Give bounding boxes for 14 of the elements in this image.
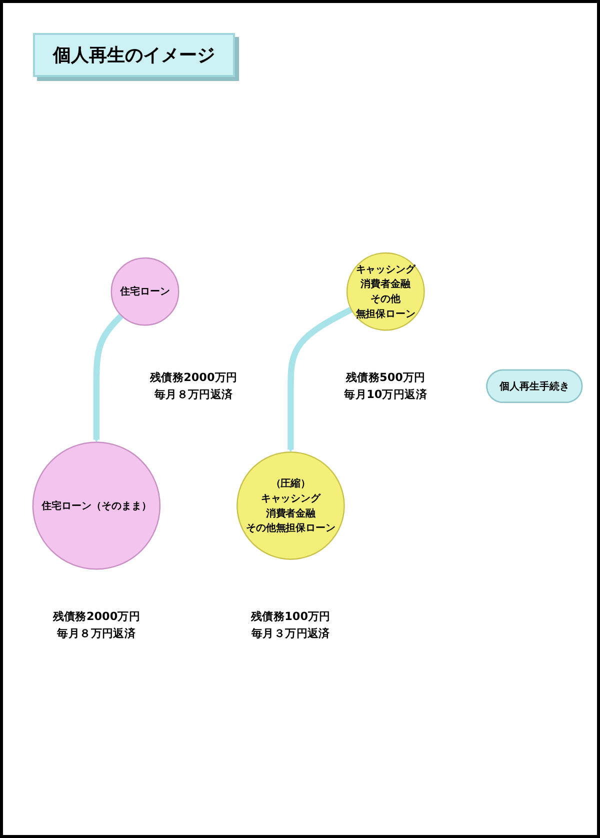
node-circle: 住宅ローン xyxy=(110,257,180,326)
node-label: 残債務2000万円 xyxy=(150,371,238,384)
node-label: 毎月３万円返済 xyxy=(251,626,330,640)
node-label: 毎月８万円返済 xyxy=(154,388,233,401)
node-label: 毎月10万円返済 xyxy=(344,388,428,401)
node-label: 残債務2000万円 xyxy=(52,610,140,624)
arrow xyxy=(93,313,124,442)
node-label: 残債務100万円 xyxy=(251,610,330,624)
arrow xyxy=(288,306,353,452)
node-circle: （圧縮） キャッシング 消費者金融 その他無担保ローン xyxy=(236,451,345,560)
node-label: 毎月８万円返済 xyxy=(57,626,136,640)
node-circle: 住宅ローン（そのまま） xyxy=(32,441,161,570)
node-label: 残債務500万円 xyxy=(346,371,426,384)
node-circle: キャッシング 消費者金融 その他 無担保ローン xyxy=(346,252,425,331)
